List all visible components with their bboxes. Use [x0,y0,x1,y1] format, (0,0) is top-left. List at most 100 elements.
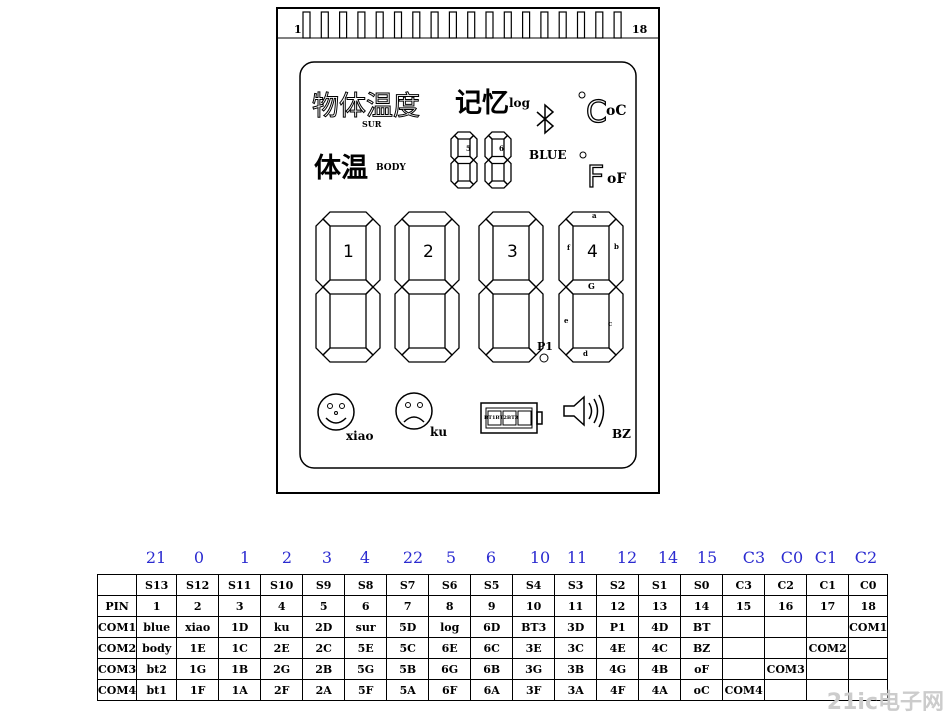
segment-e-label: e [564,316,569,325]
table-cell: COM1 [848,616,889,638]
battery-icon [480,402,543,434]
speaker-icon [563,394,605,428]
table-cell: COM3 [764,658,808,680]
table-cell: S2 [596,574,640,596]
digit-1-label: 1 [343,242,354,262]
row-header-cell: COM3 [96,658,138,680]
table-cell: 3 [218,595,262,617]
com-index: 12 [616,548,638,567]
memory-label: 记忆 [455,88,509,119]
sur-label: SUR [362,119,382,129]
com-index: 15 [696,548,718,567]
smiley-face-icon [317,393,355,431]
table-cell: 4E [596,637,640,659]
table-cell: S9 [302,574,346,596]
degree-c-dot-icon [578,91,586,99]
table-cell: 14 [680,595,724,617]
log-label: log [509,96,531,110]
table-cell: 2F [260,679,304,701]
table-cell: sur [344,616,388,638]
blue-label: BLUE [529,148,567,162]
table-cell: 2C [302,637,346,659]
segment-a-label: a [592,211,597,220]
table-cell [848,637,889,659]
table-cell: 4F [596,679,640,701]
table-cell: 1 [136,595,178,617]
table-cell: 5A [386,679,430,701]
table-cell: C2 [764,574,808,596]
com-index: 10 [529,548,551,567]
big-digit-4 [558,211,624,363]
table-cell: P1 [596,616,640,638]
table-cell: S8 [344,574,388,596]
table-cell: 2D [302,616,346,638]
table-cell [806,616,850,638]
segment-b-label: b [614,242,619,251]
table-cell: 1E [176,637,220,659]
table-cell [722,637,766,659]
table-cell: 6E [428,637,472,659]
segment-d-label: d [583,349,588,358]
table-cell: 7 [386,595,430,617]
table-cell: 4B [638,658,682,680]
table-cell: S6 [428,574,472,596]
com-index: 4 [359,548,371,567]
table-cell [722,658,766,680]
table-cell: 6G [428,658,472,680]
com-index: C3 [742,548,766,567]
com-index: 2 [281,548,293,567]
table-cell: 1B [218,658,262,680]
table-cell: 6D [470,616,514,638]
lcd-outer-frame [276,7,660,494]
bluetooth-icon [536,103,555,135]
com-index: 21 [145,548,167,567]
table-cell [764,679,808,701]
table-cell: 3C [554,637,598,659]
row-header-cell: PIN [96,595,138,617]
table-cell: 6B [470,658,514,680]
table-cell: BT [680,616,724,638]
table-cell: C3 [722,574,766,596]
table-cell: 1G [176,658,220,680]
table-cell: oC [680,679,724,701]
table-cell: BT3 [512,616,556,638]
table-cell: COM4 [722,679,766,701]
com-index: C2 [854,548,878,567]
fahrenheit-symbol: F [587,160,604,195]
table-cell [848,658,889,680]
table-cell: 3G [512,658,556,680]
table-cell: S7 [386,574,430,596]
table-cell: 9 [470,595,514,617]
table-cell: 12 [596,595,640,617]
table-cell: 4C [638,637,682,659]
table-cell: xiao [176,616,220,638]
com-index: C1 [814,548,838,567]
table-cell: blue [136,616,178,638]
table-cell: 1D [218,616,262,638]
table-cell [806,658,850,680]
table-cell: 5G [344,658,388,680]
digit-3-label: 3 [507,242,518,262]
table-cell: C1 [806,574,850,596]
table-cell: S12 [176,574,220,596]
table-cell [722,616,766,638]
small-digit-5-label: 5 [466,144,471,153]
com-index-row: 21 0 1 2 3 4 22 5 6 10 11 12 14 15 C3 C0… [0,548,952,572]
ku-label: ku [430,425,447,439]
body-temp-label: 体温 [314,153,368,184]
big-digit-2 [394,211,460,363]
row-header-cell [96,574,138,596]
table-cell: 2G [260,658,304,680]
com-index: 14 [657,548,679,567]
table-cell: S5 [470,574,514,596]
table-cell: 6 [344,595,388,617]
segment-c-label: c [608,319,612,328]
table-cell: 3B [554,658,598,680]
table-cell: 2E [260,637,304,659]
com-index: 11 [566,548,588,567]
table-cell: 5E [344,637,388,659]
